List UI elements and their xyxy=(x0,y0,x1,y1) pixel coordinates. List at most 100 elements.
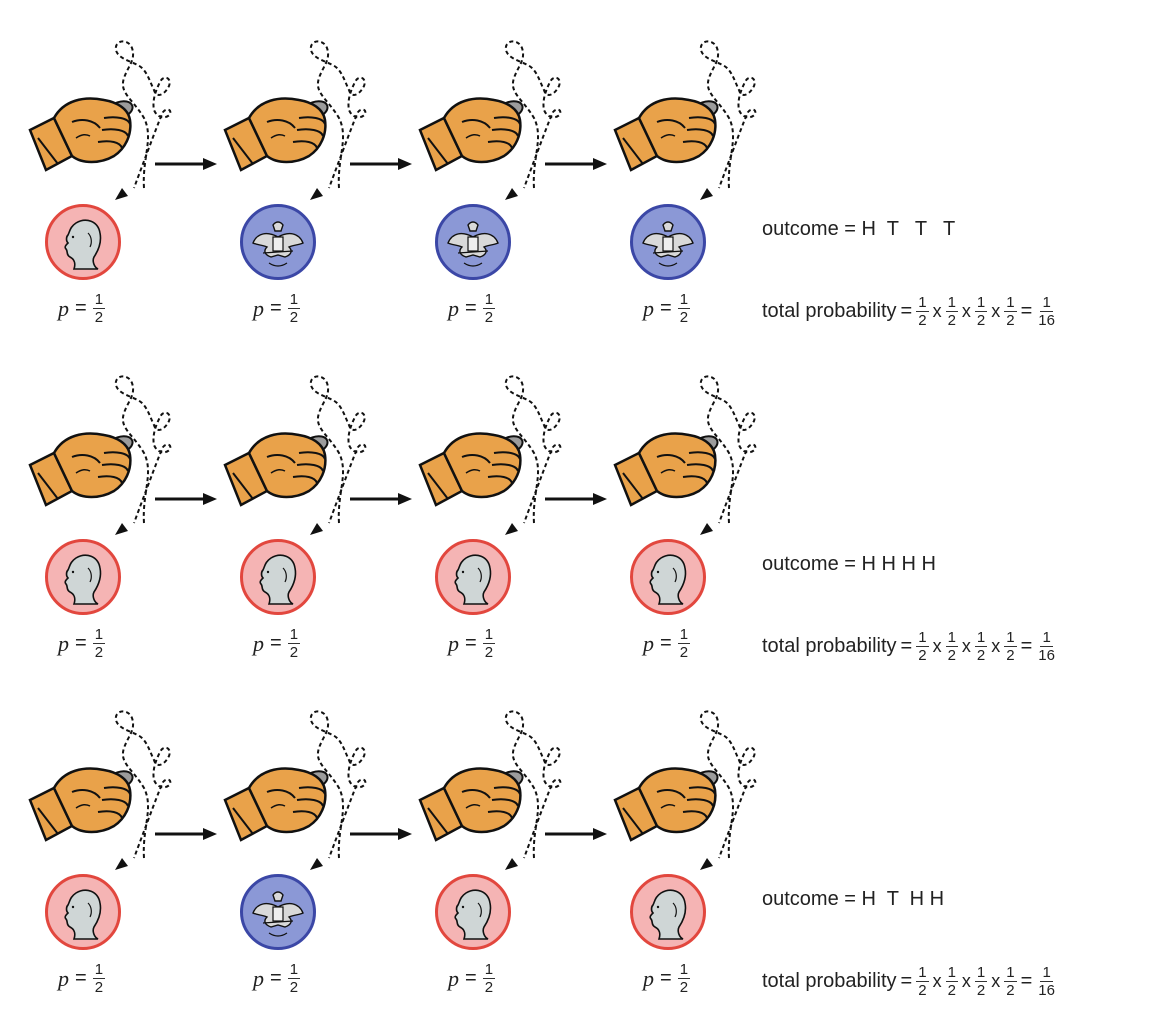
next-flip-arrow-icon xyxy=(155,828,217,840)
hand-flipping-icon xyxy=(613,710,757,870)
times-sign: x xyxy=(961,301,971,321)
hand-flipping-icon xyxy=(223,375,367,535)
numerator: 1 xyxy=(1004,629,1017,647)
denominator: 2 xyxy=(947,647,956,664)
next-flip-arrow-icon xyxy=(155,158,217,170)
p-symbol: p xyxy=(253,965,264,991)
denominator: 2 xyxy=(484,644,494,661)
numerator: 1 xyxy=(92,626,106,644)
washington-portrait-icon xyxy=(64,889,102,940)
outcome-text: outcome = H T H H xyxy=(762,888,945,910)
arrow xyxy=(545,156,607,172)
times-sign: x xyxy=(932,301,942,321)
arrow xyxy=(155,156,217,172)
numerator: 1 xyxy=(1004,294,1017,312)
washington-portrait-icon xyxy=(64,554,102,605)
equals-sign: = xyxy=(75,967,87,989)
arrow xyxy=(350,826,412,842)
eagle-icon xyxy=(447,221,499,267)
coin-heads xyxy=(45,204,121,280)
equals-sign: = xyxy=(660,632,672,654)
equals-sign: = xyxy=(900,635,913,657)
hand-flipping-icon xyxy=(28,710,172,870)
equals-sign: = xyxy=(1020,970,1033,992)
coin-tails xyxy=(240,204,316,280)
denominator: 16 xyxy=(1038,312,1055,329)
equals-sign: = xyxy=(465,632,477,654)
washington-portrait-icon xyxy=(649,554,687,605)
eagle-icon xyxy=(642,221,694,267)
washington-portrait-icon xyxy=(649,889,687,940)
numerator: 1 xyxy=(482,961,496,979)
denominator: 2 xyxy=(679,979,689,996)
times-sign: x xyxy=(932,636,942,656)
numerator: 1 xyxy=(974,964,988,982)
numerator: 1 xyxy=(287,626,301,644)
hand-flipping-icon xyxy=(223,40,367,200)
denominator: 2 xyxy=(918,982,927,999)
numerator: 1 xyxy=(677,961,691,979)
coin-heads xyxy=(435,874,511,950)
denominator: 2 xyxy=(976,312,986,329)
denominator: 2 xyxy=(484,309,494,326)
p-symbol: p xyxy=(448,630,459,656)
denominator: 2 xyxy=(976,982,986,999)
equals-sign: = xyxy=(660,297,672,319)
p-symbol: p xyxy=(253,295,264,321)
arrow xyxy=(545,491,607,507)
p-symbol: p xyxy=(58,295,69,321)
eagle-icon xyxy=(252,891,304,937)
outcome-text: outcome = H T T T xyxy=(762,218,956,240)
times-sign: x xyxy=(991,301,1001,321)
numerator: 1 xyxy=(482,626,496,644)
total-label: total probability xyxy=(762,300,897,322)
hand-flipping-icon xyxy=(418,375,562,535)
arrow xyxy=(155,491,217,507)
equals-sign: = xyxy=(75,297,87,319)
total-label: total probability xyxy=(762,970,897,992)
next-flip-arrow-icon xyxy=(155,493,217,505)
times-sign: x xyxy=(961,971,971,991)
hand-flipping-icon xyxy=(28,40,172,200)
p-symbol: p xyxy=(643,630,654,656)
p-symbol: p xyxy=(253,630,264,656)
arrow xyxy=(155,826,217,842)
arrow xyxy=(350,491,412,507)
next-flip-arrow-icon xyxy=(545,828,607,840)
denominator: 2 xyxy=(947,982,956,999)
hand-flipping-icon xyxy=(28,375,172,535)
